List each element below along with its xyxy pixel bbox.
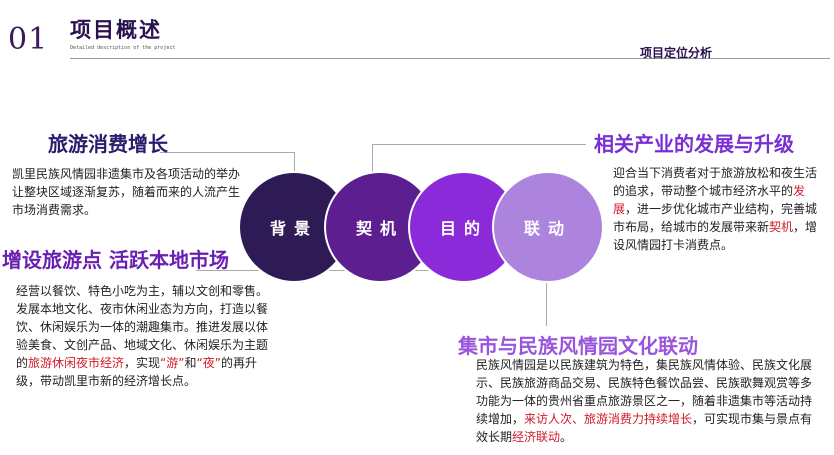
highlight-text: 旅游休闲夜市经济	[28, 356, 125, 370]
heading-industry: 相关产业的发展与升级	[594, 132, 794, 156]
text-segment: 的再升级，带动凯里市新的经济增长点。	[16, 356, 257, 388]
connector-line	[196, 270, 468, 271]
text-local-market: 经营以餐饮、特色小吃为主，辅以文创和零售。发展本地文化、夜市休闲业态为方向，打造…	[16, 282, 276, 390]
connector-line	[372, 144, 373, 174]
connector-line	[546, 280, 547, 326]
text-segment: ，进一步优化城市产业结构，完善城市布局，给城市的发展带来新	[613, 202, 818, 234]
circle-label: 背景	[269, 219, 318, 238]
section-number: 01	[8, 22, 49, 57]
heading-tourism-consumption: 旅游消费增长	[48, 132, 168, 156]
text-segment: 民族风情园是以民族建筑为特色，集民族风情体验、民族文化展示、民族旅游商品交易、民…	[476, 358, 813, 426]
text-segment: 迎合当下消费者对于旅游放松和夜生活的追求，带动整个城市经济水平的	[613, 166, 818, 198]
circle-label: 联动	[523, 219, 572, 238]
heading-linkage: 集市与民族风情园文化联动	[458, 334, 698, 358]
highlight-text: “游”	[160, 356, 185, 370]
heading-local-market: 增设旅游点 活跃本地市场	[2, 248, 229, 272]
circle-label: 契机	[355, 219, 404, 238]
page-title: 项目概述	[70, 18, 162, 42]
highlight-text: 来访人次、旅游消费力持续增长	[524, 412, 693, 426]
highlight-text: 契机	[769, 220, 794, 234]
text-segment: ，可实现市集与景点有效长期	[476, 412, 813, 444]
connector-line	[372, 144, 586, 145]
highlight-text: 发展	[613, 184, 806, 216]
text-segment: ，实现	[124, 356, 161, 370]
text-segment: 。	[560, 430, 573, 444]
text-segment: 和	[184, 356, 197, 370]
text-industry: 迎合当下消费者对于旅游放松和夜生活的追求，带动整个城市经济水平的发展，进一步优化…	[613, 164, 821, 254]
circle-linkage: 联动	[494, 173, 602, 281]
highlight-text: “夜”	[196, 356, 221, 370]
connector-line	[160, 152, 294, 153]
text-tourism-consumption: 凯里民族风情园非遗集市及各项活动的举办让整块区域逐渐复苏，随着而来的人流产生市场…	[12, 167, 241, 217]
highlight-text: 经济联动	[512, 430, 561, 444]
text-linkage: 民族风情园是以民族建筑为特色，集民族风情体验、民族文化展示、民族旅游商品交易、民…	[476, 356, 816, 446]
page-subtitle: Detailed description of the project	[70, 45, 176, 51]
text-segment: 经营以餐饮、特色小吃为主，辅以文创和零售。发展本地文化、夜市休闲业态为方向，打造…	[16, 284, 269, 370]
section-label: 项目定位分析	[639, 46, 712, 60]
header-divider	[70, 58, 830, 59]
circle-background: 背景	[240, 173, 348, 281]
circle-label: 目的	[439, 219, 488, 238]
connector-line	[294, 152, 295, 174]
text-segment: ，增设风情园打卡消费点。	[613, 220, 818, 252]
